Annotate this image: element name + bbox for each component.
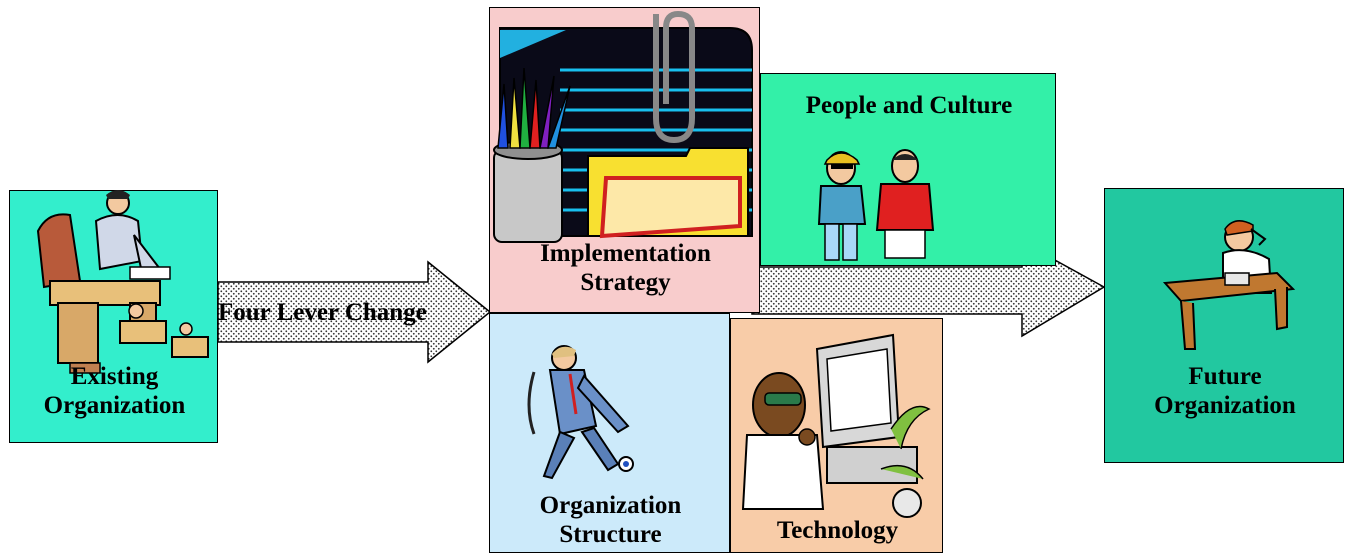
structure-line2: Structure <box>559 520 662 548</box>
people-and-culture-label: People and Culture <box>805 92 1013 119</box>
implementation-strategy-label: Implementation Strategy <box>490 240 761 298</box>
existing-line1: Existing <box>70 363 159 390</box>
future-line1: Future <box>1188 363 1262 390</box>
person-on-phone-icon <box>1162 220 1296 350</box>
structure-line1: Organization <box>539 492 682 519</box>
organization-structure-box: Organization Structure <box>489 313 730 553</box>
technology-label: Technology <box>776 517 899 544</box>
future-organization-label: Future Organization <box>1105 363 1345 421</box>
left-arrow <box>217 260 492 364</box>
implementation-line2: Strategy <box>580 268 671 296</box>
office-supplies-icon <box>493 10 753 243</box>
implementation-line1: Implementation <box>540 240 711 267</box>
technology-box: Technology <box>730 318 943 553</box>
executive-at-desk-icon <box>36 190 209 374</box>
existing-line2: Organization <box>43 391 186 419</box>
future-line2: Organization <box>1154 391 1296 419</box>
two-people-icon <box>817 149 935 261</box>
businessman-bowling-icon <box>527 345 634 480</box>
people-and-culture-box: People and Culture <box>760 73 1056 266</box>
implementation-strategy-box: Implementation Strategy <box>489 7 760 313</box>
organization-structure-label: Organization Structure <box>490 492 731 550</box>
future-organization-box: Future Organization <box>1104 188 1344 463</box>
scientist-computer-icon <box>741 333 931 518</box>
existing-organization-box: Existing Organization <box>9 190 218 443</box>
existing-organization-label: Existing Organization <box>10 363 219 421</box>
four-lever-change-label: Four Lever Change <box>218 299 427 326</box>
